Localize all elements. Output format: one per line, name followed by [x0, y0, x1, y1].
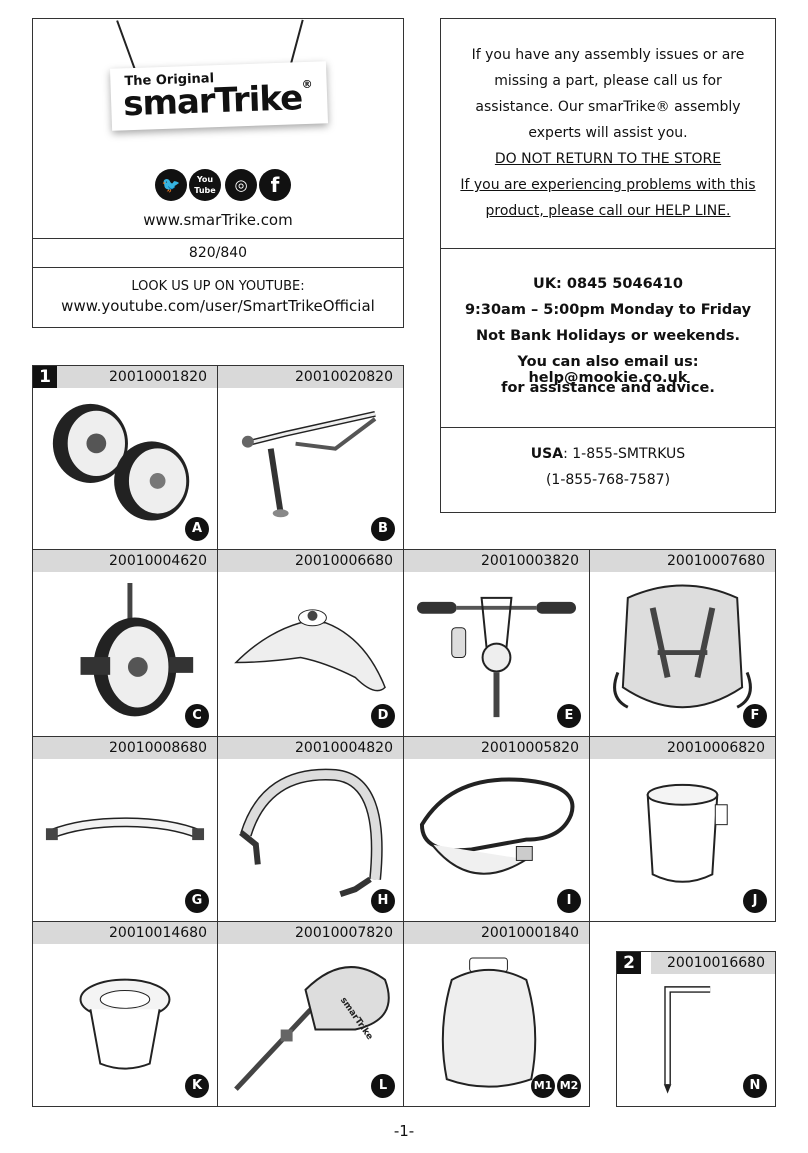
part-cell-e: 20010003820 E: [403, 549, 590, 737]
youtube-icon[interactable]: You Tube: [189, 169, 221, 201]
model-number: 820/840: [188, 245, 248, 261]
cup-holder-ring-illustration: [79, 978, 171, 1070]
part-code: 20010001840: [404, 922, 589, 944]
part-letter-badge: B: [371, 517, 395, 541]
part-code: 20010004820: [218, 737, 403, 759]
part-code: 20010006680: [218, 550, 403, 572]
part-letter-badge: J: [743, 889, 767, 913]
part-code: 20010014680: [33, 922, 217, 944]
section-number-2: 2: [617, 952, 641, 974]
help-problem-line: If you are experiencing problems with th…: [460, 177, 756, 193]
part-letter-badge: K: [185, 1074, 209, 1098]
part-code: 20010006820: [590, 737, 775, 759]
cup-holder-illustration: [646, 783, 728, 883]
logo-text: smarTrike: [122, 78, 303, 125]
youtube-label: LOOK US UP ON YOUTUBE:: [131, 279, 305, 294]
part-letter-badge: E: [557, 704, 581, 728]
part-cell-b: 20010020820 B: [217, 365, 404, 550]
do-not-return-notice: DO NOT RETURN TO THE STORE: [494, 151, 722, 167]
footrest-illustration: [234, 609, 386, 692]
part-letter-badge: F: [743, 704, 767, 728]
part-cell-c: 20010004620 C: [32, 549, 218, 737]
rear-wheels-illustration: [52, 403, 190, 521]
part-letter-badge: L: [371, 1074, 395, 1098]
part-cell-k: 20010014680 K: [32, 921, 218, 1107]
help-problem-line: product, please call our HELP LINE.: [485, 203, 731, 219]
logo-wordmark: smarTrike®: [123, 78, 313, 125]
help-intro-line: experts will assist you.: [528, 125, 688, 141]
part-cell-i: 20010005820 I: [403, 736, 590, 922]
uk-advice: for assistance and advice.: [501, 380, 715, 396]
uk-phone: UK: 0845 5046410: [533, 276, 683, 292]
front-wheel-illustration: [80, 582, 194, 717]
help-box: If you have any assembly issues or are m…: [440, 18, 776, 513]
part-letter-badge-m2: M2: [557, 1074, 581, 1098]
website-link[interactable]: www.smarTrike.com: [143, 211, 293, 229]
usa-phone-text: : 1-855-SMTRKUS: [563, 446, 686, 462]
part-letter-badge: D: [371, 704, 395, 728]
part-code: 20010007820: [218, 922, 403, 944]
seat-cover-illustration: [441, 957, 537, 1088]
allen-key-illustration: [663, 986, 711, 1094]
section-number-1: 1: [33, 366, 57, 388]
help-intro-line: If you have any assembly issues or are: [471, 47, 745, 63]
divider: [33, 238, 403, 239]
canopy-illustration: smarTrike: [234, 966, 390, 1091]
logo-registered: ®: [301, 77, 312, 92]
usa-phone-numeric: (1-855-768-7587): [545, 472, 671, 488]
facebook-icon[interactable]: f: [259, 169, 291, 201]
smartrike-logo: The Original smarTrike®: [109, 61, 329, 131]
handlebar-illustration: [416, 596, 577, 718]
part-cell-n: 2 20010016680 N: [616, 951, 776, 1107]
hanging-string-left: [116, 20, 136, 70]
part-code: 20010007680: [590, 550, 775, 572]
uk-email: You can also email us: help@mookie.co.uk: [517, 354, 699, 386]
part-code: 20010003820: [404, 550, 589, 572]
uk-holidays: Not Bank Holidays or weekends.: [476, 328, 740, 344]
uk-hours: 9:30am – 5:00pm Monday to Friday: [464, 302, 752, 318]
youtube-url[interactable]: www.youtube.com/user/SmartTrikeOfficial: [61, 297, 375, 315]
brand-box: The Original smarTrike® 🐦 You Tube ◎ f w…: [32, 18, 404, 328]
help-intro-line: assistance. Our smarTrike® assembly: [475, 99, 741, 115]
part-cell-d: 20010006680 D: [217, 549, 404, 737]
part-cell-f: 20010007680 F: [589, 549, 776, 737]
part-letter-badge: C: [185, 704, 209, 728]
part-letter-badge-m1: M1: [531, 1074, 555, 1098]
seat-illustration: [613, 584, 752, 709]
parent-handle-illustration: [241, 410, 377, 518]
divider: [441, 427, 775, 428]
part-cell-a: 20010001820 1 A: [32, 365, 218, 550]
safety-bar-illustration: [45, 817, 205, 841]
part-code: 20010004620: [33, 550, 217, 572]
part-cell-h: 20010004820 H: [217, 736, 404, 922]
part-cell-g: 20010008680 G: [32, 736, 218, 922]
part-code: 20010016680: [651, 952, 775, 974]
divider: [33, 267, 403, 268]
part-cell-j: 20010006820 J: [589, 736, 776, 922]
part-cell-m: 20010001840 M1 M2: [403, 921, 590, 1107]
help-intro-line: missing a part, please call us for: [494, 73, 722, 89]
part-code: 20010008680: [33, 737, 217, 759]
divider: [441, 248, 775, 249]
part-letter-badge: H: [371, 889, 395, 913]
basket-illustration: [419, 777, 575, 875]
part-letter-badge: G: [185, 889, 209, 913]
page-number: -1-: [393, 1122, 415, 1140]
part-code: 20010020820: [218, 366, 403, 388]
part-letter-badge: A: [185, 517, 209, 541]
instagram-icon[interactable]: ◎: [225, 169, 257, 201]
part-letter-badge: N: [743, 1074, 767, 1098]
canopy-frame-illustration: [239, 768, 383, 898]
twitter-icon[interactable]: 🐦: [155, 169, 187, 201]
part-code: 20010005820: [404, 737, 589, 759]
usa-label: USA: [530, 446, 564, 462]
part-letter-badge: I: [557, 889, 581, 913]
part-code: 20010001820: [33, 366, 217, 388]
part-cell-l: 20010007820 smarTrike L: [217, 921, 404, 1107]
usa-phone: USA: 1-855-SMTRKUS: [441, 446, 775, 462]
